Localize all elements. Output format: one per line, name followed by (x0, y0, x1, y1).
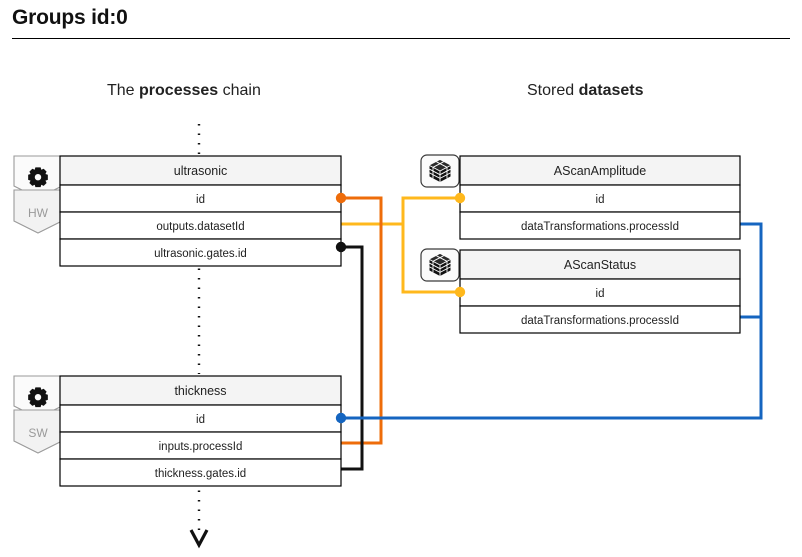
ascanamplitude-row-1[interactable] (459, 211, 741, 240)
ascanstatus-id-port[interactable] (454, 286, 466, 298)
thickness-row-1[interactable] (59, 431, 342, 460)
thickness-badge: SW (13, 375, 63, 454)
thickness-row-2[interactable] (59, 458, 342, 487)
ascanstatus-header-cell (459, 249, 741, 280)
ultrasonic-row-1-label: outputs.datasetId (156, 221, 244, 233)
gear-icon (28, 387, 48, 408)
thickness-id-port[interactable] (335, 412, 347, 424)
thickness-badge-label: SW (28, 426, 48, 440)
ultrasonic-row-0[interactable] (59, 184, 342, 213)
caption-datasets-prefix: Stored (527, 82, 579, 99)
ascanamplitude-header-cell (459, 155, 741, 186)
gear-icon (28, 167, 48, 188)
ultrasonic-row-0-label: id (196, 194, 205, 206)
thickness-row-1-label: inputs.processId (159, 441, 243, 453)
caption-processes-suffix: chain (218, 82, 261, 99)
ascanstatus-row-0[interactable] (459, 278, 741, 307)
caption-processes-strong: processes (139, 82, 219, 99)
ascanamplitude-dataset[interactable]: AScanAmplitude id dataTransformations.pr… (420, 154, 741, 240)
thickness-title: thickness (174, 384, 226, 398)
ultrasonic-process[interactable]: HW ultrasonic id outputs.datasetId ultra… (13, 155, 347, 267)
thickness-row-2-label: thickness.gates.id (155, 468, 246, 480)
ascanstatus-title: AScanStatus (564, 258, 636, 272)
connector-amber (341, 196, 460, 294)
thickness-process[interactable]: SW thickness id inputs.processId thickne… (13, 375, 347, 487)
thickness-row-0[interactable] (59, 404, 342, 433)
ascanamplitude-id-port[interactable] (454, 192, 466, 204)
ascanstatus-row-0-label: id (596, 288, 605, 300)
ascanstatus-dataset[interactable]: AScanStatus id dataTransformations.proce… (420, 248, 741, 334)
ultrasonic-gates-port[interactable] (335, 241, 347, 253)
ascanamplitude-row-0-label: id (596, 194, 605, 206)
header-divider (12, 38, 790, 39)
ultrasonic-title: ultrasonic (174, 164, 228, 178)
ultrasonic-row-2-label: ultrasonic.gates.id (154, 248, 247, 260)
ascanamplitude-row-0[interactable] (459, 184, 741, 213)
processes-column-caption: The processes chain (107, 82, 261, 100)
connector-blue (341, 222, 763, 420)
ultrasonic-badge: HW (13, 155, 63, 234)
ultrasonic-badge-label: HW (28, 206, 49, 220)
page-header: Groups id:0 (0, 0, 802, 44)
ascanstatus-row-1[interactable] (459, 305, 741, 334)
data-cube-icon (429, 254, 451, 276)
connector-black (341, 245, 364, 471)
ultrasonic-row-2[interactable] (59, 238, 342, 267)
caption-processes-prefix: The (107, 82, 140, 99)
page-title: Groups id:0 (12, 6, 128, 29)
ascanstatus-row-1-label: dataTransformations.processId (521, 315, 679, 327)
datasets-column-caption: Stored datasets (527, 82, 644, 100)
thickness-row-0-label: id (196, 414, 205, 426)
ultrasonic-id-port[interactable] (335, 192, 347, 204)
caption-datasets-strong: datasets (578, 82, 644, 99)
ascanamplitude-row-1-label: dataTransformations.processId (521, 221, 679, 233)
ascanamplitude-title: AScanAmplitude (554, 164, 646, 178)
process-chain-flow (189, 124, 209, 549)
data-cube-icon (429, 160, 451, 182)
